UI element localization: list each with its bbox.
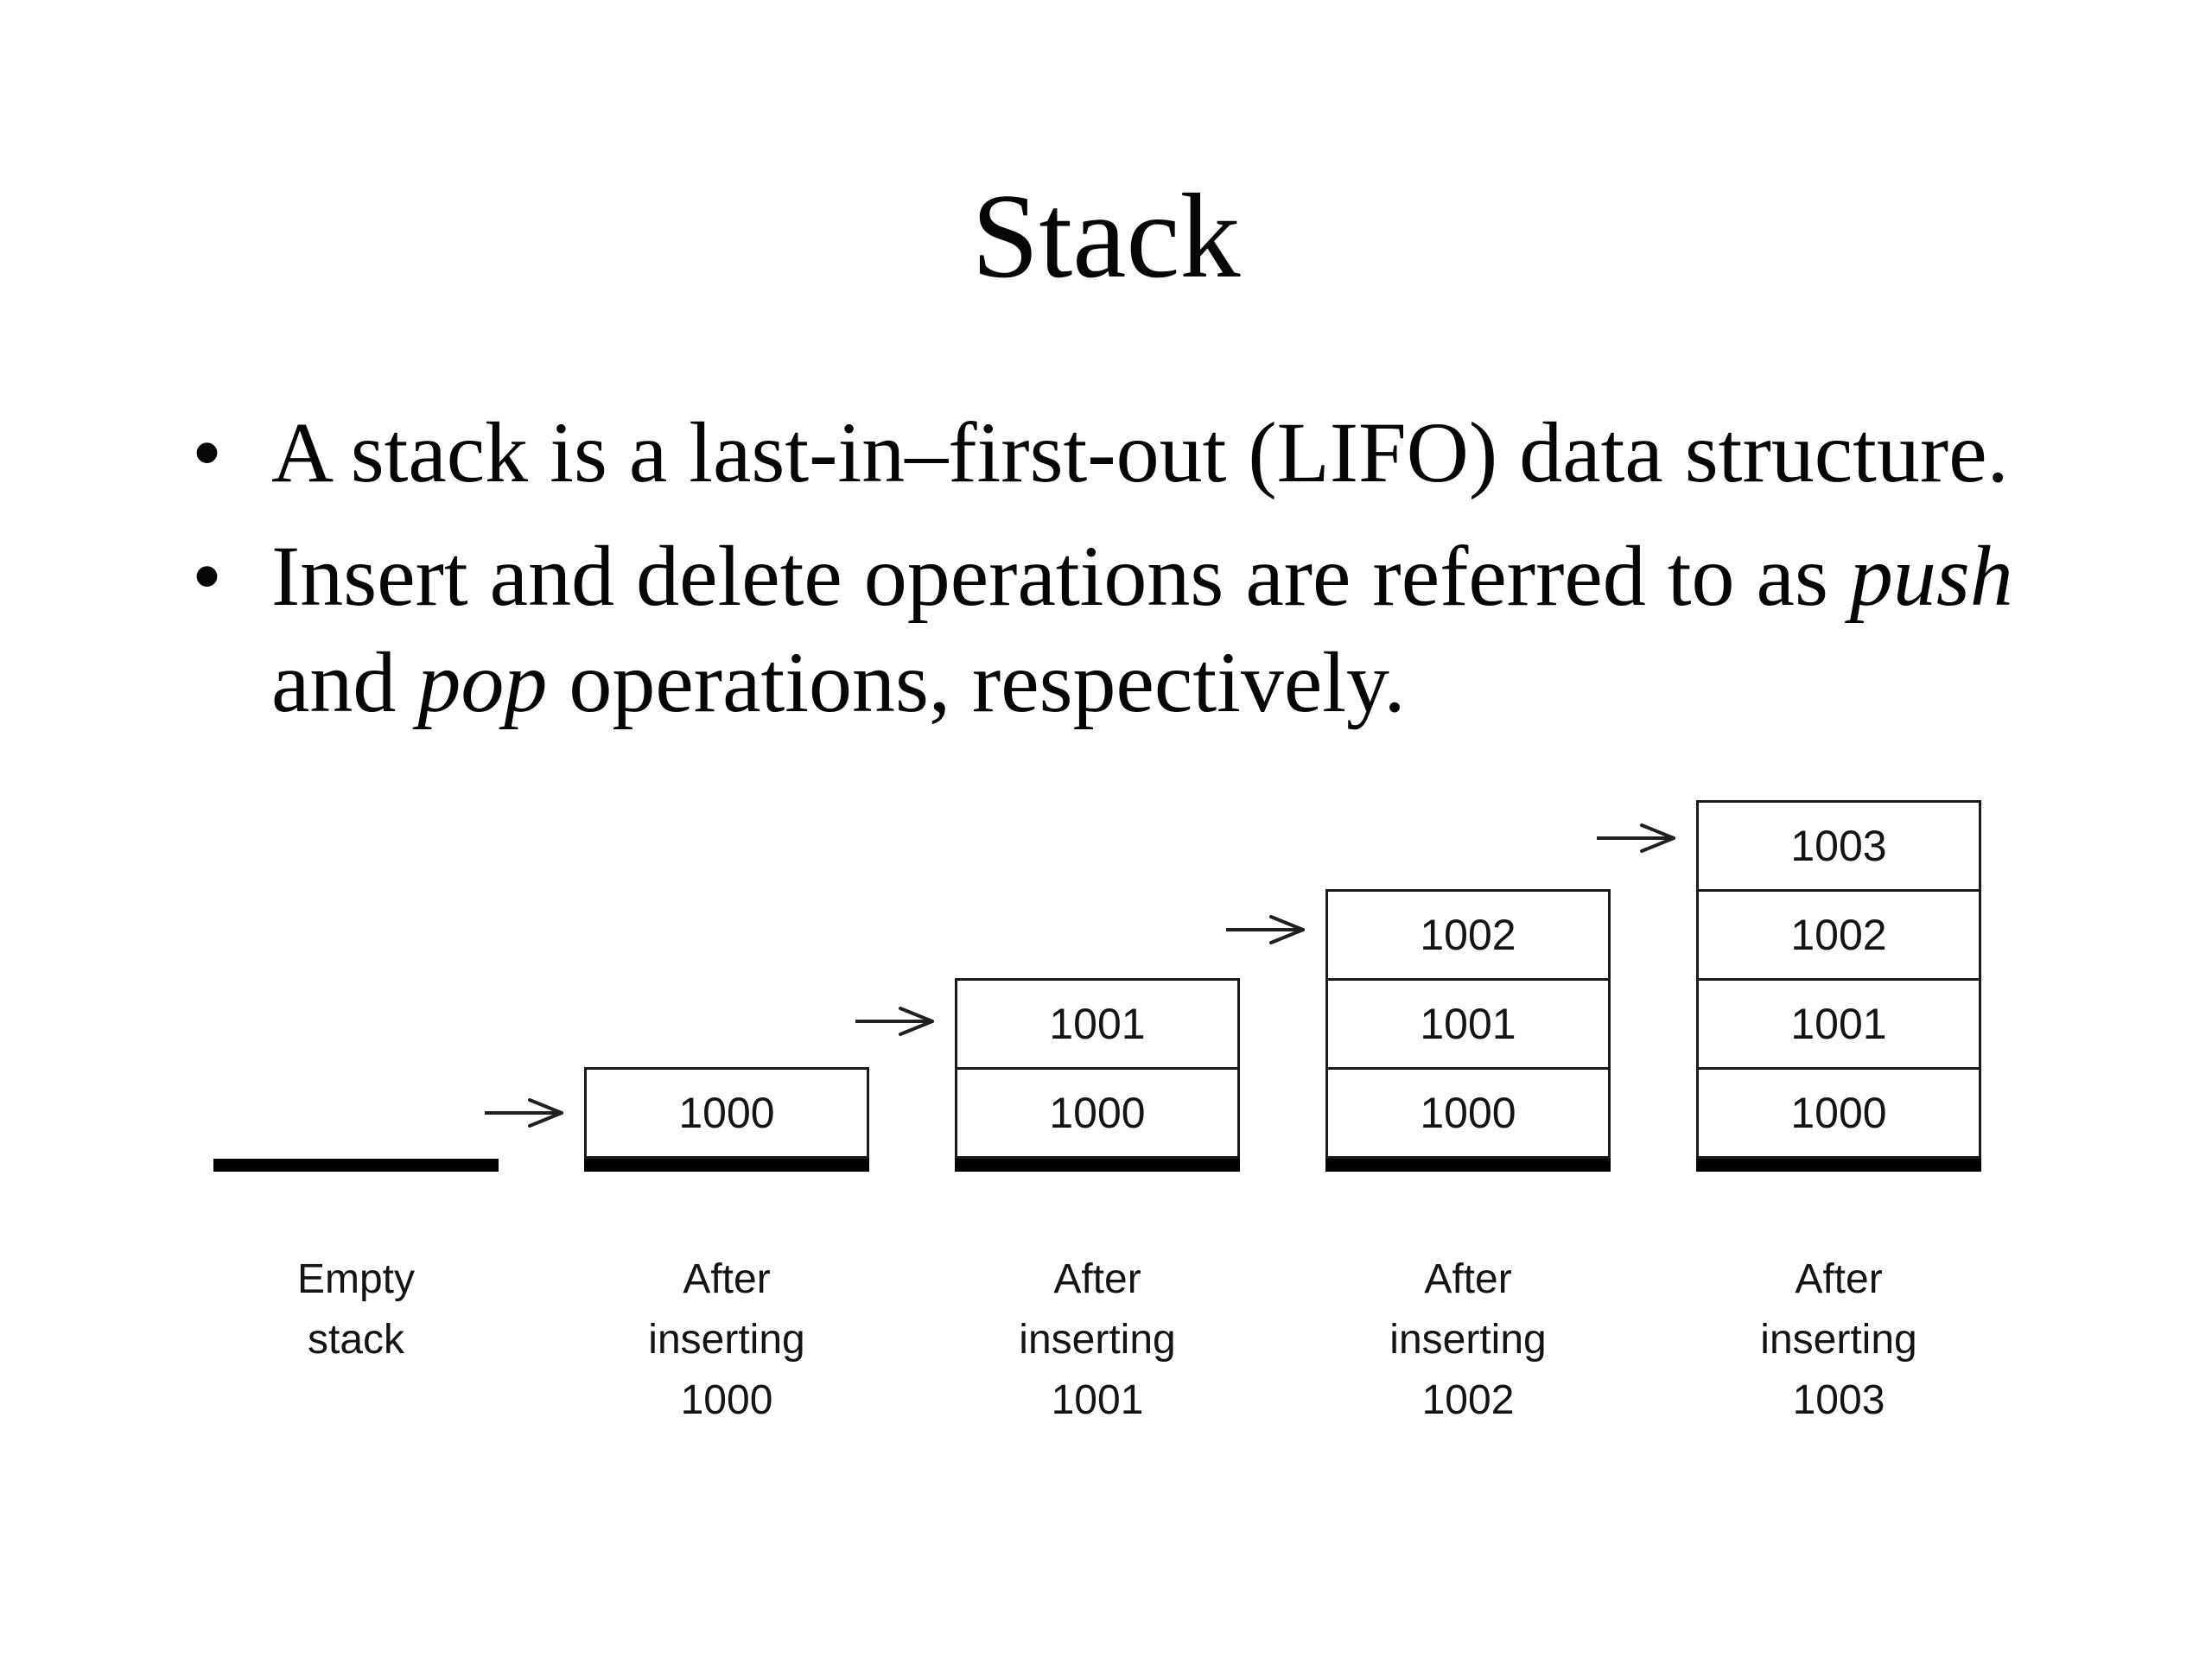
stack-cell-value: 1003	[1790, 822, 1887, 870]
bullet-text-segment: pop	[417, 634, 548, 730]
stack-cell: 1000	[1696, 1067, 1981, 1159]
bullet-text-segment: A stack is a last-in–first-out (LIFO) da…	[271, 404, 2009, 500]
stack-label-line: inserting	[1760, 1317, 1917, 1363]
bullet-line: and pop operations, respectively.	[271, 629, 2013, 735]
stack-area: 1000	[584, 778, 869, 1172]
stack-area	[213, 778, 499, 1172]
stack-base-line	[213, 1159, 499, 1172]
stack-cell: 1002	[1696, 889, 1981, 981]
stack-base-line	[1696, 1159, 1981, 1172]
bullet-text-segment: operations, respectively.	[547, 634, 1406, 730]
stack-label-line: Empty	[296, 1256, 416, 1302]
stack-cell-value: 1000	[1049, 1089, 1146, 1137]
bullet-list: • A stack is a last-in–first-out (LIFO) d…	[192, 399, 2101, 753]
stack-cell-value: 1001	[1790, 1000, 1887, 1048]
bullet-text-segment: push	[1849, 528, 2013, 624]
stack-area: 1001 1000	[955, 778, 1240, 1172]
stack-label-line: After	[683, 1256, 771, 1302]
stack-cell-value: 1002	[1420, 911, 1516, 959]
bullet-text-segment: Insert and delete operations are referre…	[271, 528, 1850, 624]
bullet-dot-icon: •	[192, 404, 223, 500]
stack-cell: 1000	[584, 1067, 869, 1159]
bullet-item: • A stack is a last-in–first-out (LIFO) d…	[192, 399, 2101, 505]
stack-label-line: After	[1795, 1256, 1883, 1302]
stack-label-line: 1003	[1792, 1377, 1885, 1423]
stack-label-line: inserting	[648, 1317, 805, 1363]
arrow-icon	[855, 1004, 946, 1039]
page-title: Stack	[971, 169, 1241, 303]
stack-cell: 1001	[1325, 978, 1611, 1070]
stack-label-line: stack	[307, 1317, 405, 1363]
stack-area: 1002 1001 1000	[1325, 778, 1611, 1172]
stack-label: After inserting 1002	[1325, 1249, 1611, 1431]
arrow-icon	[485, 1096, 575, 1130]
stack-cell-value: 1001	[1420, 1000, 1516, 1048]
stack-column: Empty stack	[213, 778, 499, 1431]
stack-cell-value: 1000	[678, 1089, 775, 1137]
arrow-icon	[1226, 912, 1317, 947]
stack-label: After inserting 1001	[955, 1249, 1240, 1431]
stack-cell: 1000	[955, 1067, 1240, 1159]
stack-cell: 1001	[955, 978, 1240, 1070]
stack-label-line: 1001	[1051, 1377, 1144, 1423]
stack-label-line: inserting	[1389, 1317, 1547, 1363]
stack-label-line: 1002	[1421, 1377, 1515, 1423]
stack-label: After inserting 1003	[1696, 1249, 1981, 1431]
stack-label-line: 1000	[680, 1377, 773, 1423]
bullet-item: • Insert and delete operations are referr…	[192, 523, 2101, 735]
stack-label-line: inserting	[1019, 1317, 1176, 1363]
bullet-line: A stack is a last-in–first-out (LIFO) da…	[271, 399, 2009, 505]
stack-cell: 1001	[1696, 978, 1981, 1070]
stack-cell-value: 1001	[1049, 1000, 1146, 1048]
bullet-line: Insert and delete operations are referre…	[271, 523, 2013, 629]
stack-label-line: After	[1424, 1256, 1512, 1302]
stack-cell-value: 1002	[1790, 911, 1887, 959]
bullet-dot-icon: •	[192, 528, 223, 624]
bullet-text: Insert and delete operations are referre…	[271, 523, 2013, 735]
stack-label-line: After	[1053, 1256, 1141, 1302]
stack-cell-value: 1000	[1790, 1089, 1887, 1137]
arrow-icon	[1597, 821, 1688, 855]
stack-cell-value: 1000	[1420, 1089, 1516, 1137]
bullet-text-segment: and	[271, 634, 418, 730]
stack-base-line	[955, 1159, 1240, 1172]
stack-cell: 1003	[1696, 800, 1981, 892]
stack-base-line	[1325, 1159, 1611, 1172]
stack-base-line	[584, 1159, 869, 1172]
stack-cell: 1002	[1325, 889, 1611, 981]
stack-label: After inserting 1000	[584, 1249, 869, 1431]
bullet-text: A stack is a last-in–first-out (LIFO) da…	[271, 399, 2009, 505]
stack-label: Empty stack	[213, 1249, 499, 1370]
stack-cell: 1000	[1325, 1067, 1611, 1159]
stack-area: 1003 1002 1001 1000	[1696, 778, 1981, 1172]
